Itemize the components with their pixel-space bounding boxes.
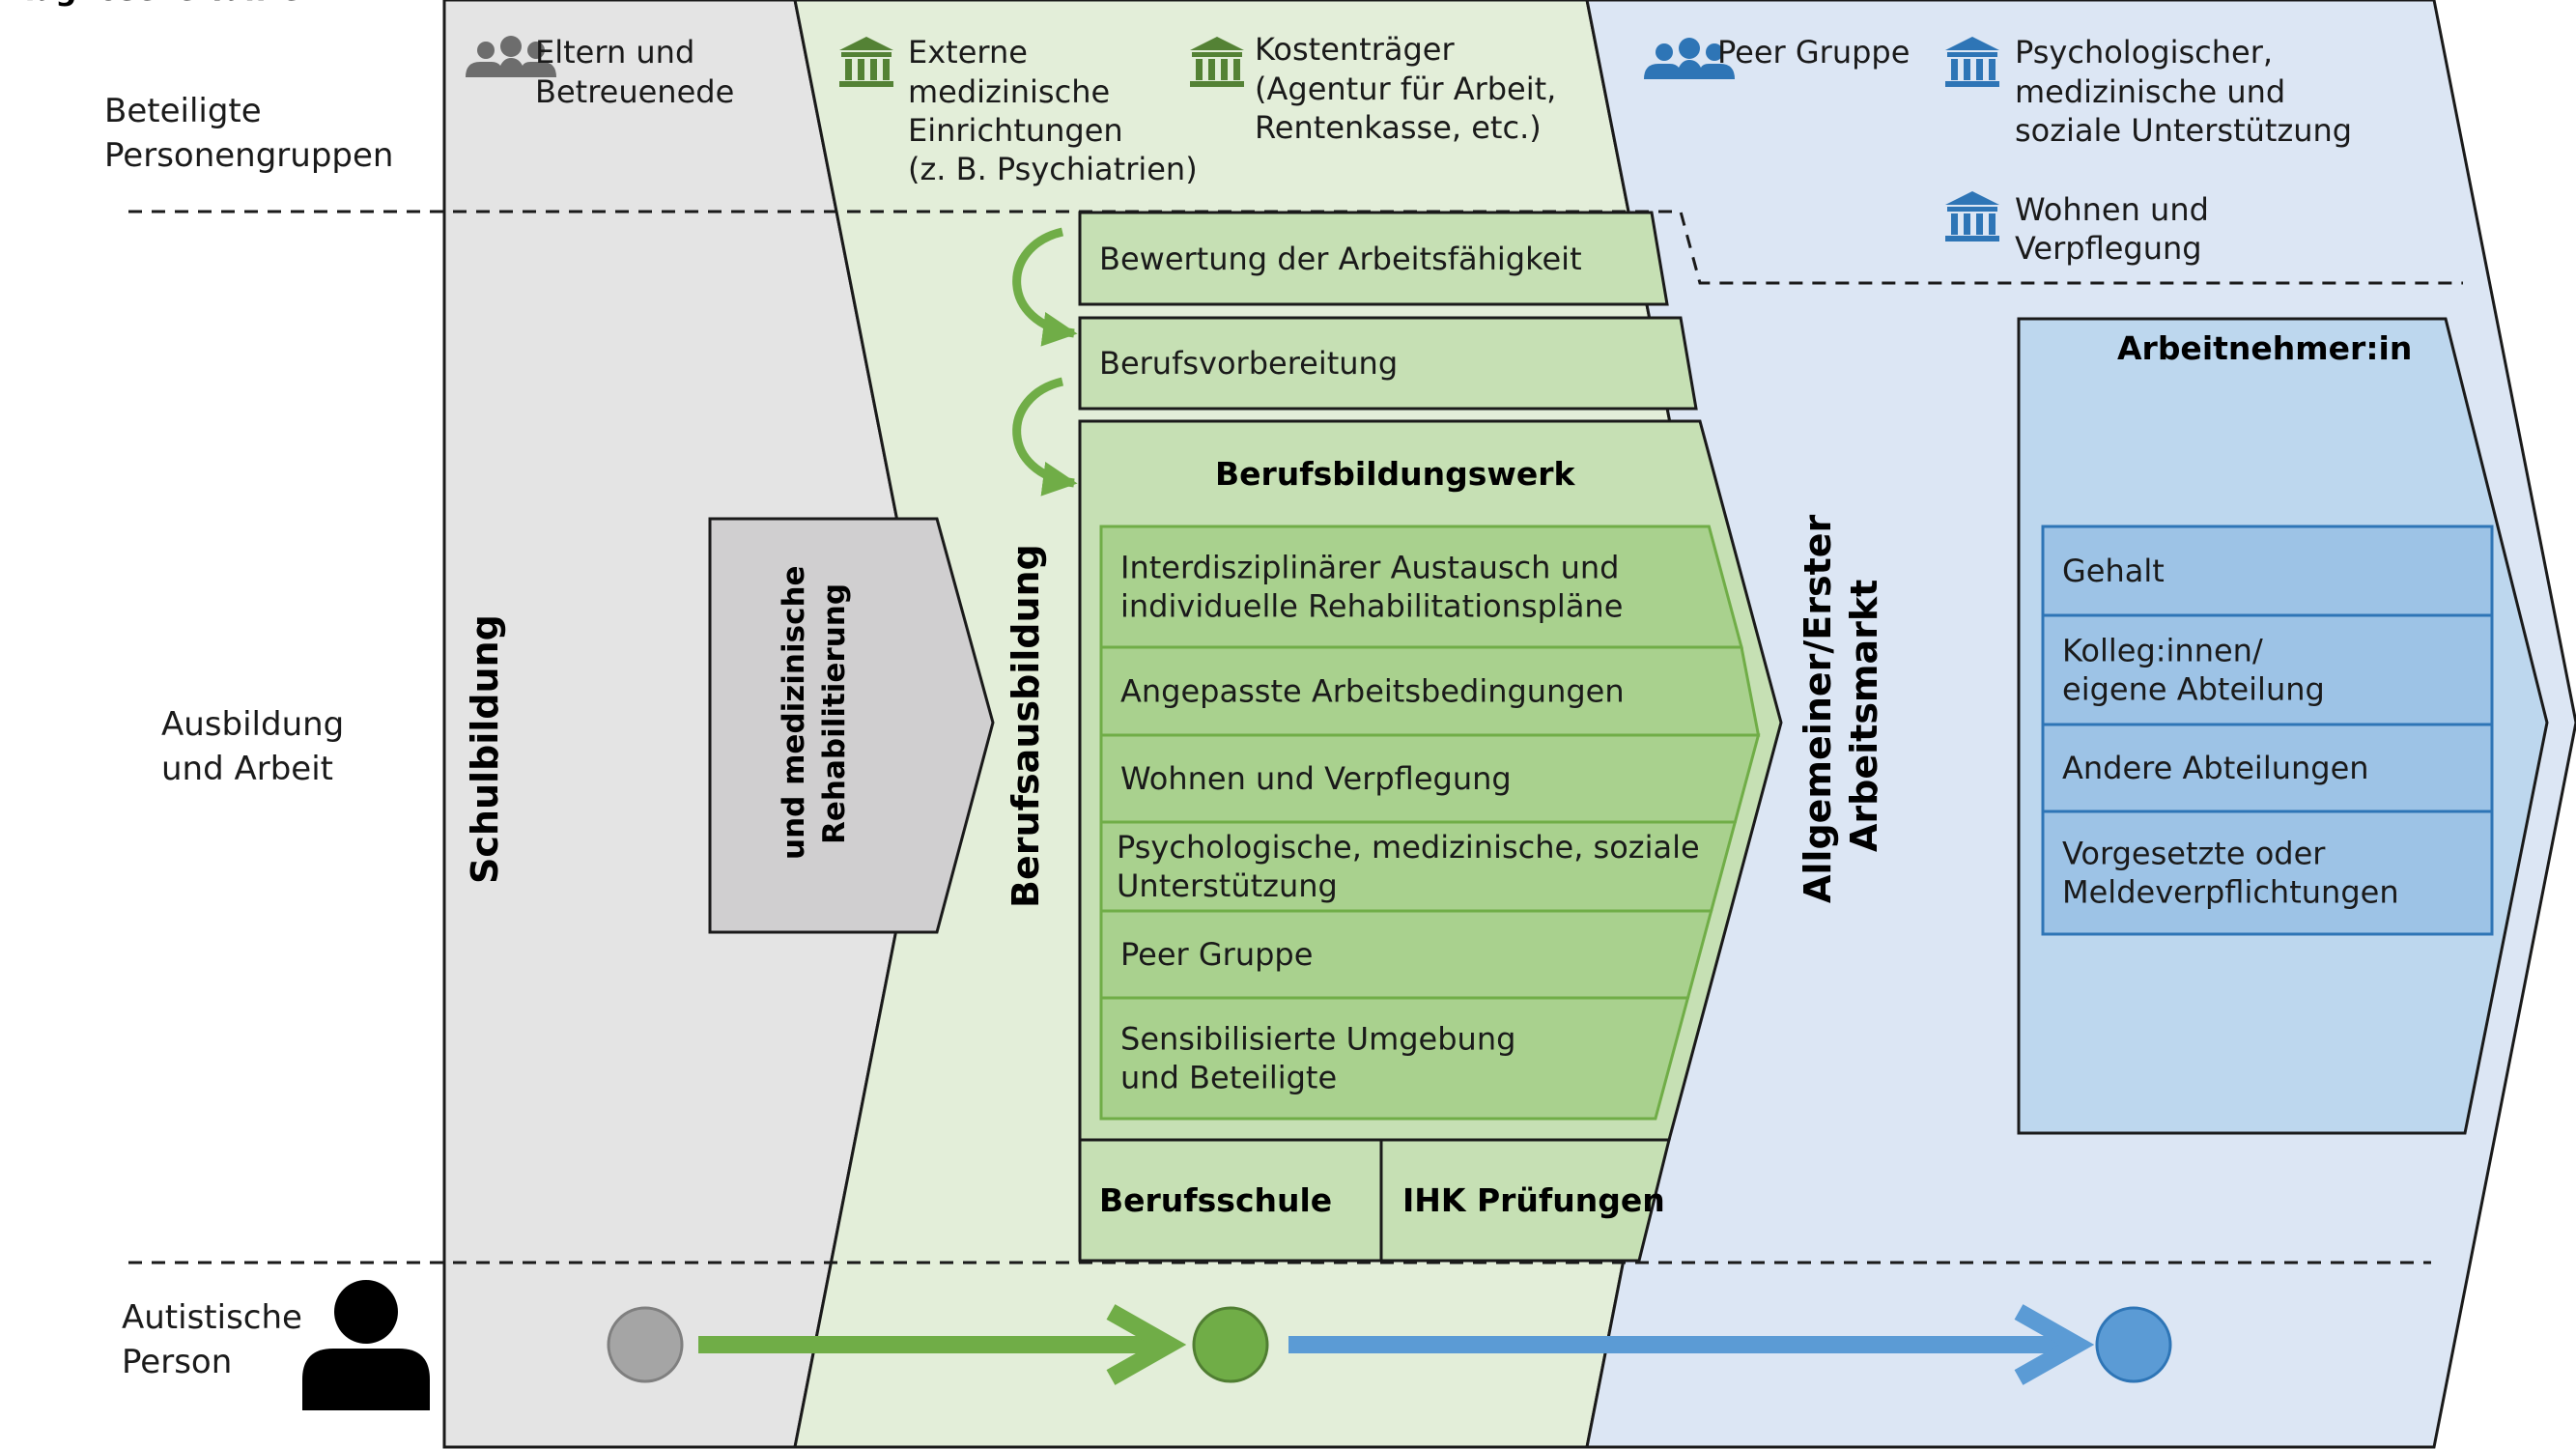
employee-item-box	[2041, 525, 2494, 617]
employee-item-box	[2041, 613, 2494, 726]
phase-vocational: Berufsausbildung	[1005, 544, 1047, 908]
row-label-training: Ausbildung und Arbeit	[161, 705, 354, 788]
employee-item-line: Andere Abteilungen	[2062, 750, 2369, 786]
curved-arrow-icon	[1012, 227, 1078, 347]
phase-labor-market-line2: Arbeitsmarkt	[1843, 580, 1885, 852]
employee-item-label: Kolleg:innen/eigene Abteilung	[2062, 633, 2325, 708]
people-group-icon	[466, 36, 556, 77]
employee-item-line: Vorgesetzte oder	[2062, 836, 2326, 872]
bbw-item-line: individuelle Rehabilitationspläne	[1120, 588, 1623, 625]
vocational-school-box	[1078, 1138, 1383, 1263]
institution-icon	[1190, 37, 1244, 87]
employee-item-line: Gehalt	[2062, 553, 2165, 589]
employee-title: Arbeitnehmer:in	[2117, 329, 2412, 367]
journey-dot-labor-market	[2095, 1306, 2172, 1383]
curved-arrow-icon	[1012, 377, 1078, 497]
people-group-icon	[1644, 38, 1735, 79]
employee-item-box	[2041, 810, 2494, 936]
stakeholder-housing: Wohnen und Verpflegung	[2015, 191, 2219, 267]
diagnosis-box	[708, 517, 995, 934]
stakeholder-school: Eltern und Betreuenede	[535, 34, 734, 110]
bbw-item-label: Angepasste Arbeitsbedingungen	[1120, 673, 1625, 710]
bbw-item-line: Peer Gruppe	[1120, 936, 1313, 973]
person-icon	[302, 1280, 430, 1410]
institution-icon	[1945, 191, 1999, 242]
row-label-person: Autistische Person	[122, 1298, 313, 1381]
bbw-item-box	[1099, 525, 1743, 649]
assessment-label: Bewertung der Arbeitsfähigkeit	[1099, 241, 1582, 277]
bbw-item-line: Sensibilisierte Umgebung	[1120, 1021, 1515, 1058]
vocational-school-label: Berufsschule	[1099, 1181, 1332, 1219]
institution-icon	[1945, 37, 1999, 87]
bbw-item-line: Angepasste Arbeitsbedingungen	[1120, 673, 1625, 710]
preparation-label: Berufsvorbereitung	[1099, 345, 1398, 382]
phase-diagnosis-line3: Rehabilitierung	[817, 583, 852, 844]
preparation-box	[1078, 316, 1698, 411]
journey-dot-vocational	[1192, 1306, 1269, 1383]
institution-icon	[839, 37, 893, 87]
separator-top	[128, 210, 2463, 285]
stakeholder-payers: Kostenträger (Agentur für Arbeit, Renten…	[1255, 31, 1567, 146]
bbw-item-line: Interdisziplinärer Austausch und	[1120, 550, 1619, 586]
phase-school: Schulbildung	[464, 614, 506, 884]
row-label-stakeholders: Beteiligte Personengruppen	[104, 92, 393, 175]
phase-diagnosis-line2: und medizinische	[777, 565, 811, 860]
bbw-item-line: Unterstützung	[1117, 867, 1338, 904]
bbw-item-label: Wohnen und Verpflegung	[1120, 760, 1512, 797]
employee-item-line: Kolleg:innen/	[2062, 633, 2263, 669]
stakeholder-external-medical: Externe medizinische Einrichtungen (z. B…	[908, 34, 1198, 187]
stakeholder-support: Psychologischer, medizinische und sozial…	[2015, 34, 2352, 149]
bbw-title: Berufsbildungswerk	[1215, 455, 1576, 493]
employee-item-label: Gehalt	[2062, 553, 2165, 589]
exams-box	[1379, 1138, 1671, 1263]
bbw-item-box	[1099, 996, 1690, 1121]
assessment-box	[1078, 211, 1669, 306]
journey-arrow-green-head	[1106, 1304, 1187, 1385]
journey-arrow-blue-head	[2014, 1304, 2095, 1385]
stakeholder-peer-group: Peer Gruppe	[1717, 34, 1910, 71]
employee-item-label: Andere Abteilungen	[2062, 750, 2369, 786]
employee-item-line: eigene Abteilung	[2062, 671, 2325, 708]
journey-dot-school	[607, 1306, 684, 1383]
bbw-item-line: Psychologische, medizinische, soziale	[1117, 829, 1700, 866]
bbw-item-line: und Beteiligte	[1120, 1060, 1337, 1096]
phase-labor-market: Allgemeiner/Erster	[1797, 514, 1839, 903]
bbw-item-line: Wohnen und Verpflegung	[1120, 760, 1512, 797]
phase-diagnosis: Diagnoseverfahren	[0, 0, 323, 8]
employee-item-line: Meldeverpflichtungen	[2062, 874, 2399, 911]
exams-label: IHK Prüfungen	[1402, 1181, 1665, 1219]
bbw-item-label: Peer Gruppe	[1120, 936, 1313, 973]
